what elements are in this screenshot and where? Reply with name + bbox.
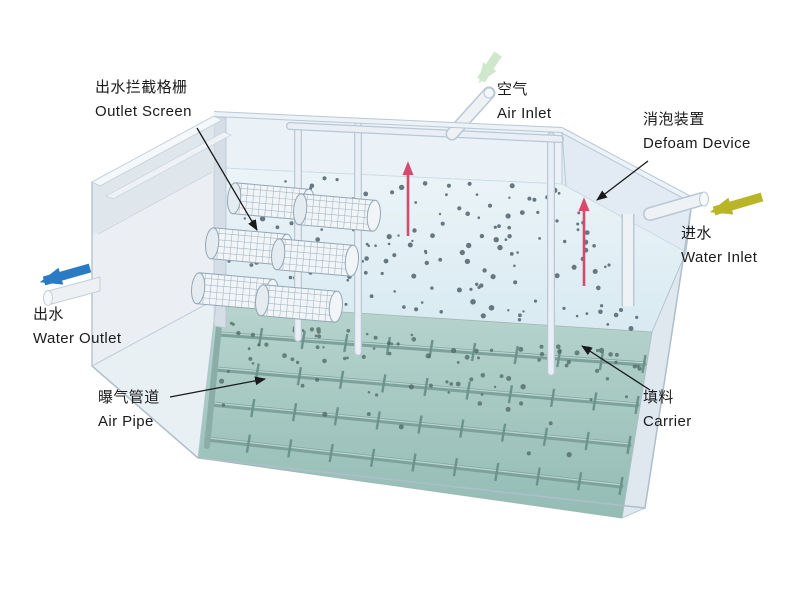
water-inlet-arrow xyxy=(709,192,764,216)
label-air-pipe-zh: 曝气管道 xyxy=(98,389,160,406)
label-outlet-screen: 出水拦截格栅 Outlet Screen xyxy=(95,76,192,125)
gantry-frame xyxy=(286,122,564,376)
defoam-device-arrows xyxy=(402,161,590,286)
pointer-carrier xyxy=(581,345,651,391)
label-air-pipe-en: Air Pipe xyxy=(98,413,154,431)
label-water-inlet: 进水 Water Inlet xyxy=(681,222,757,271)
label-outlet-screen-zh: 出水拦截格栅 xyxy=(95,79,188,96)
label-air-inlet-zh: 空气 xyxy=(497,81,528,98)
label-carrier: 填料 Carrier xyxy=(643,386,692,435)
label-water-outlet: 出水 Water Outlet xyxy=(33,303,121,352)
water-outlet-pipe xyxy=(43,276,101,306)
label-outlet-screen-en: Outlet Screen xyxy=(95,103,192,121)
label-carrier-zh: 填料 xyxy=(643,389,674,406)
label-water-outlet-en: Water Outlet xyxy=(33,330,122,348)
label-water-outlet-zh: 出水 xyxy=(33,306,64,323)
pointer-outlet-screen xyxy=(196,127,258,231)
air-inlet-arrow xyxy=(477,51,502,84)
outlet-chamber-rim xyxy=(91,115,223,187)
pointer-air-pipe xyxy=(169,376,267,398)
label-defoam-device-zh: 消泡装置 xyxy=(643,111,705,128)
pointer-defoam-device xyxy=(596,160,649,201)
label-water-inlet-zh: 进水 xyxy=(681,225,712,242)
label-water-inlet-en: Water Inlet xyxy=(681,249,758,267)
label-air-pipe: 曝气管道 Air Pipe xyxy=(98,386,160,435)
air-pipe-grid xyxy=(204,323,647,496)
label-defoam-device: 消泡装置 Defoam Device xyxy=(643,108,751,157)
water-outlet-arrow xyxy=(39,263,92,286)
outlet-screen-drums xyxy=(191,182,381,323)
tank-silhouette xyxy=(197,201,693,509)
outlet-chamber xyxy=(91,115,232,459)
water-inlet-pipe xyxy=(643,191,709,221)
label-carrier-en: Carrier xyxy=(643,413,692,431)
tank-rims xyxy=(213,111,694,203)
label-air-inlet: 空气 Air Inlet xyxy=(497,78,551,127)
label-defoam-device-en: Defoam Device xyxy=(643,135,751,153)
label-air-inlet-en: Air Inlet xyxy=(497,105,552,123)
pointer-arrows xyxy=(169,127,651,398)
